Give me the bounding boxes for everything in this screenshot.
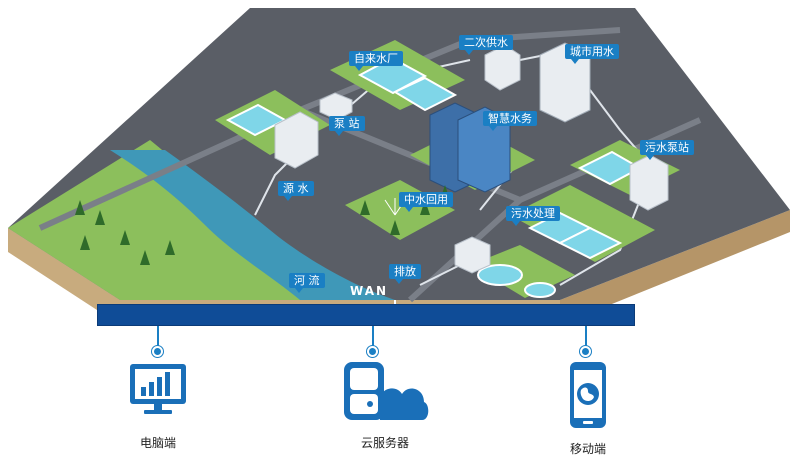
tag-tap-water-plant: 自来水厂 bbox=[349, 51, 403, 71]
mobile-phone-icon bbox=[570, 362, 606, 428]
connector-dot-mobile bbox=[580, 346, 591, 357]
monitor-chart-icon bbox=[130, 364, 186, 414]
cloud-server-icon bbox=[344, 362, 429, 420]
tag-discharge: 排放 bbox=[389, 264, 421, 284]
tag-smart-water: 智慧水务 bbox=[483, 111, 537, 131]
connector-pc bbox=[157, 326, 159, 350]
wan-label: WAN bbox=[350, 284, 389, 298]
tag-water-source: 源 水 bbox=[278, 181, 314, 201]
tag-pump-station: 泵 站 bbox=[329, 116, 365, 136]
connector-dot-cloud bbox=[367, 346, 378, 357]
connector-cloud bbox=[372, 326, 374, 350]
platform-side-right bbox=[560, 210, 790, 325]
wan-bar bbox=[97, 304, 635, 326]
cloud-server-label: 云服务器 bbox=[360, 436, 409, 450]
connector-dot-pc bbox=[152, 346, 163, 357]
water-tanks bbox=[225, 56, 643, 298]
connector-mobile bbox=[585, 326, 587, 350]
mobile-label: 移动端 bbox=[569, 442, 606, 456]
tag-river: 河 流 bbox=[289, 273, 325, 293]
tag-reclaimed-water: 中水回用 bbox=[399, 192, 453, 212]
tag-secondary-supply: 二次供水 bbox=[459, 35, 513, 55]
tag-sewage-pump-station: 污水泵站 bbox=[640, 140, 694, 160]
river-water bbox=[110, 150, 395, 300]
tag-city-water-use: 城市用水 bbox=[565, 44, 619, 64]
tag-sewage-treatment: 污水处理 bbox=[506, 206, 560, 226]
pc-label: 电脑端 bbox=[139, 436, 176, 450]
platform-side-left bbox=[8, 228, 560, 325]
